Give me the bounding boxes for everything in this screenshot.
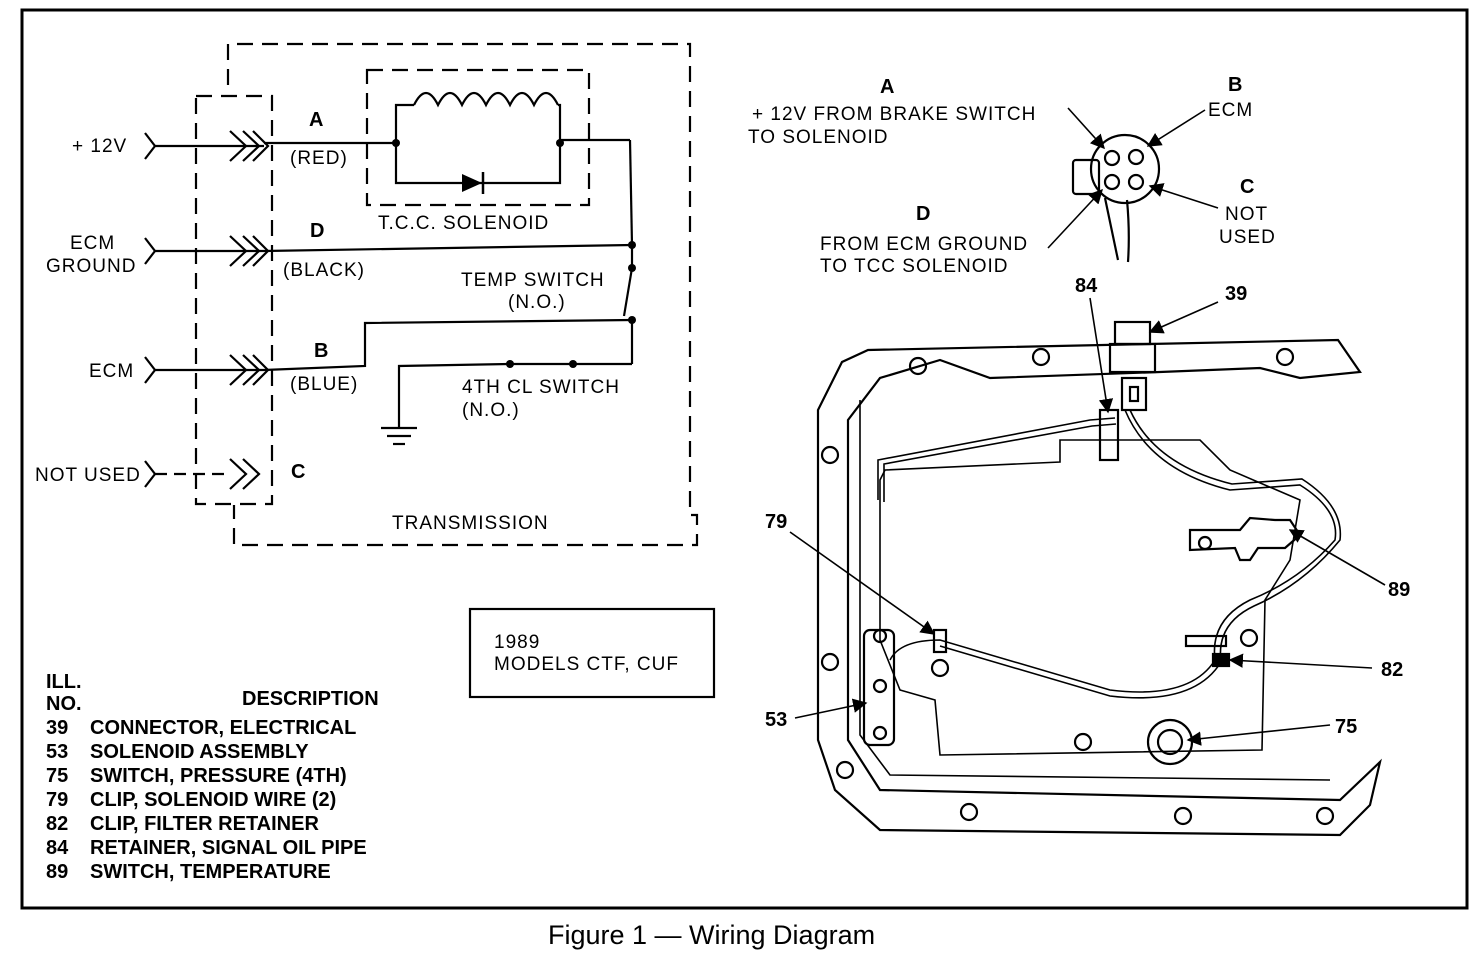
pin-b: B bbox=[314, 340, 328, 362]
retainer-84 bbox=[1098, 408, 1120, 462]
pin-c: C bbox=[291, 461, 305, 483]
solenoid-assembly-53 bbox=[862, 628, 896, 747]
label-transmission: TRANSMISSION bbox=[392, 513, 549, 534]
pan-gasket-outer bbox=[816, 338, 1382, 837]
connector-boundary bbox=[194, 94, 274, 506]
conn-b: B bbox=[1228, 74, 1242, 96]
solenoid-boundary bbox=[365, 68, 591, 207]
signal-oil-pipe bbox=[877, 417, 1117, 502]
clip-79 bbox=[932, 628, 948, 654]
figure-caption: Figure 1 — Wiring Diagram bbox=[548, 920, 875, 950]
connector-39 bbox=[1108, 320, 1157, 412]
connector-pins bbox=[155, 130, 270, 490]
pin-a: A bbox=[309, 109, 323, 131]
label-temp-switch-2: (N.O.) bbox=[508, 292, 566, 313]
legend-row-description: SWITCH, PRESSURE (4TH) bbox=[90, 765, 347, 787]
conn-a: A bbox=[880, 76, 894, 98]
temp-switch-89 bbox=[1188, 516, 1302, 562]
conn-b-desc: ECM bbox=[1208, 100, 1253, 121]
schematic: + 12V ECM GROUND ECM NOT USED A (RED) D … bbox=[35, 42, 699, 547]
callout-89: 89 bbox=[1388, 579, 1410, 601]
legend-row-number: 84 bbox=[46, 837, 69, 859]
legend-row-number: 79 bbox=[46, 789, 68, 811]
label-plus12v: + 12V bbox=[72, 136, 127, 157]
pin-d-wire: (BLACK) bbox=[283, 260, 365, 281]
transmission-pan: 84 39 79 89 82 53 75 bbox=[765, 275, 1410, 837]
label-ecm: ECM bbox=[89, 361, 134, 382]
conn-d-desc-2: TO TCC SOLENOID bbox=[820, 256, 1009, 277]
pin-b-wire: (BLUE) bbox=[290, 374, 358, 395]
legend-col1-line2: NO. bbox=[46, 693, 82, 715]
legend-row-description: RETAINER, SIGNAL OIL PIPE bbox=[90, 837, 367, 859]
pin-d: D bbox=[310, 220, 324, 242]
valve-body-outline bbox=[879, 439, 1301, 756]
conn-a-desc-2: TO SOLENOID bbox=[748, 127, 889, 148]
conn-c-desc-1: NOT bbox=[1225, 204, 1268, 225]
figure-frame bbox=[20, 8, 1469, 910]
legend-row-description: CLIP, FILTER RETAINER bbox=[90, 813, 319, 835]
conn-a-desc-1: + 12V FROM BRAKE SWITCH bbox=[752, 104, 1036, 125]
model-names: MODELS CTF, CUF bbox=[494, 654, 679, 675]
label-cl-switch-1: 4TH CL SWITCH bbox=[462, 377, 620, 398]
connector-body bbox=[1071, 133, 1161, 263]
label-ecm-ground-2: GROUND bbox=[46, 256, 136, 277]
label-solenoid: T.C.C. SOLENOID bbox=[378, 213, 549, 234]
connector-view: A + 12V FROM BRAKE SWITCH TO SOLENOID B … bbox=[748, 74, 1276, 277]
conn-c: C bbox=[1240, 176, 1254, 198]
legend-rows: 39 CONNECTOR, ELECTRICAL 53 SOLENOID ASSEMB… bbox=[46, 717, 367, 883]
legend: ILL. NO. DESCRIPTION 39 CONNECTOR, ELECTR… bbox=[46, 671, 379, 883]
model-year: 1989 bbox=[494, 632, 540, 653]
transmission-boundary bbox=[226, 42, 699, 547]
legend-col1-line1: ILL. bbox=[46, 671, 82, 693]
conn-d-desc-1: FROM ECM GROUND bbox=[820, 234, 1028, 255]
input-chevrons bbox=[144, 132, 157, 488]
legend-row-number: 75 bbox=[46, 765, 68, 787]
legend-row-description: SOLENOID ASSEMBLY bbox=[90, 741, 309, 763]
callout-82: 82 bbox=[1381, 659, 1403, 681]
model-box bbox=[468, 607, 716, 699]
label-ecm-ground-1: ECM bbox=[70, 233, 115, 254]
pan-bolt-holes bbox=[820, 347, 1335, 826]
conn-c-desc-2: USED bbox=[1219, 227, 1276, 248]
connector-cavities bbox=[1103, 148, 1145, 191]
pressure-switch-75 bbox=[1146, 718, 1194, 766]
label-not-used: NOT USED bbox=[35, 465, 141, 486]
pin-a-wire: (RED) bbox=[290, 148, 348, 169]
legend-row-description: SWITCH, TEMPERATURE bbox=[90, 861, 331, 883]
legend-row-description: CLIP, SOLENOID WIRE (2) bbox=[90, 789, 336, 811]
callout-53: 53 bbox=[765, 709, 787, 731]
label-temp-switch-1: TEMP SWITCH bbox=[461, 270, 605, 291]
legend-row-number: 89 bbox=[46, 861, 68, 883]
legend-row-number: 39 bbox=[46, 717, 68, 739]
legend-row-number: 82 bbox=[46, 813, 68, 835]
legend-col2: DESCRIPTION bbox=[242, 688, 379, 710]
callout-75: 75 bbox=[1335, 716, 1357, 738]
label-cl-switch-2: (N.O.) bbox=[462, 400, 520, 421]
callout-84: 84 bbox=[1075, 275, 1098, 297]
pan-gasket-inner bbox=[859, 400, 1331, 781]
legend-row-number: 53 bbox=[46, 741, 68, 763]
callout-79: 79 bbox=[765, 511, 787, 533]
diode-symbol bbox=[462, 174, 482, 192]
conn-d: D bbox=[916, 203, 930, 225]
legend-row-description: CONNECTOR, ELECTRICAL bbox=[90, 717, 356, 739]
junction-dots bbox=[392, 139, 636, 368]
connector-arrows bbox=[1047, 107, 1219, 249]
callout-arrows bbox=[789, 297, 1386, 746]
callout-39: 39 bbox=[1225, 283, 1247, 305]
solenoid-wires bbox=[889, 409, 1342, 699]
